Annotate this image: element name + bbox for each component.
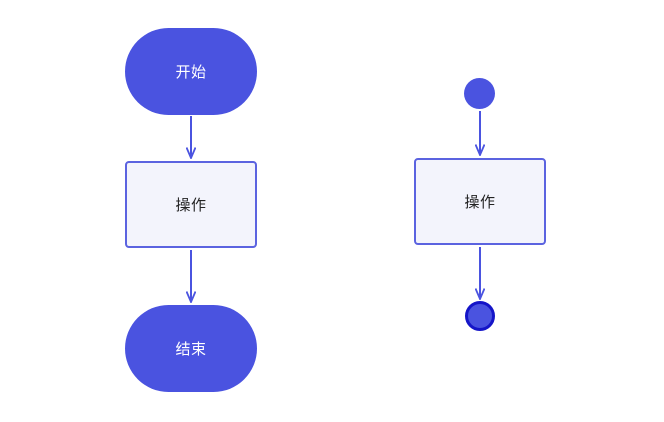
end-node: 结束: [125, 305, 257, 392]
action-node-left: 操作: [125, 161, 257, 248]
action-node-left-label: 操作: [175, 196, 207, 214]
start-node: 开始: [125, 28, 257, 115]
start-node-label: 开始: [175, 63, 207, 81]
action-node-right: 操作: [414, 158, 546, 245]
final-node-icon: [465, 301, 495, 331]
action-node-right-label: 操作: [464, 193, 496, 211]
end-node-label: 结束: [175, 340, 207, 358]
initial-node-icon: [464, 78, 495, 109]
